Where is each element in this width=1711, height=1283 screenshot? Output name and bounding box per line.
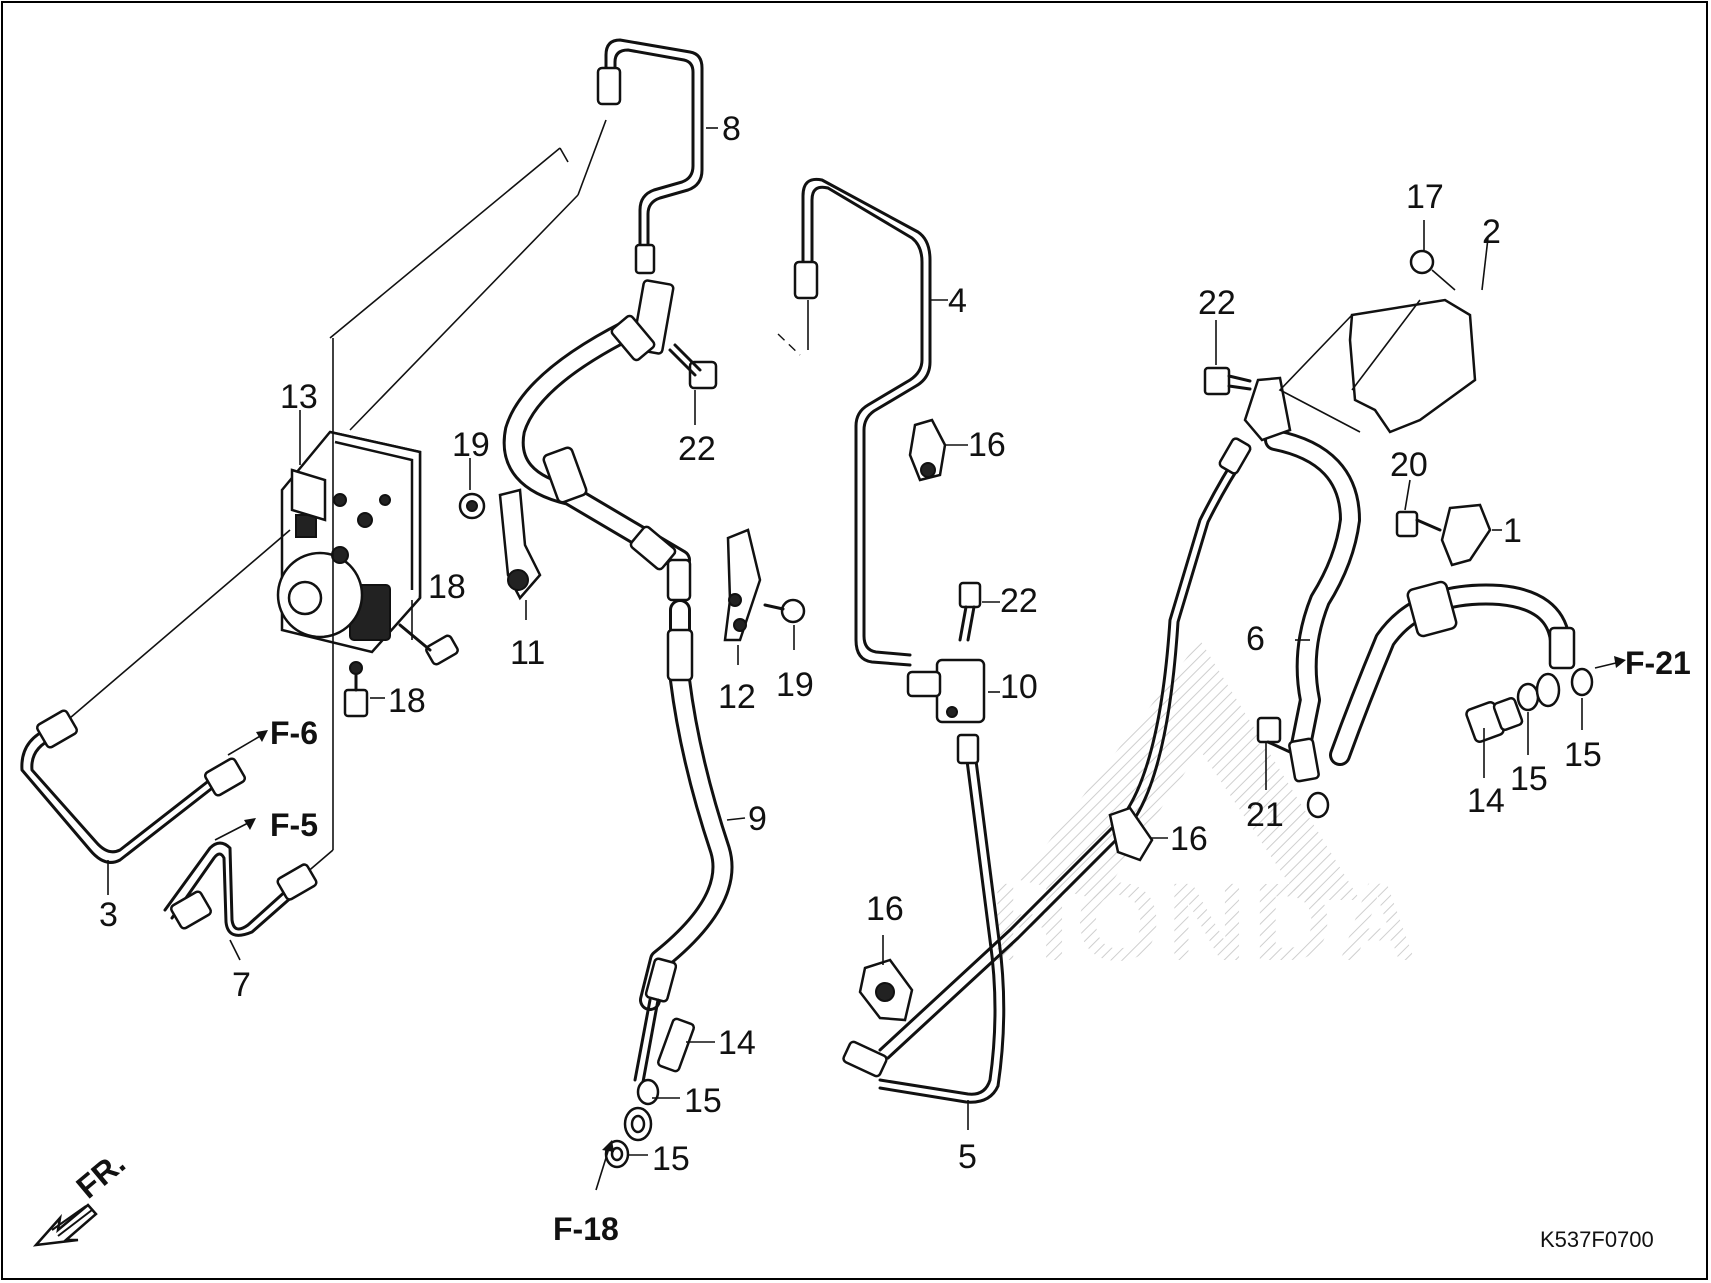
callout-labels: 1 2 3 4 5 6 7 8 9 10 11 12 13 14 14 15 1… bbox=[99, 110, 1602, 1178]
callout-9: 9 bbox=[748, 800, 767, 838]
callout-22-a: 22 bbox=[678, 430, 716, 468]
callout-19-a: 19 bbox=[452, 426, 490, 464]
ref-f5[interactable]: F-5 bbox=[270, 807, 318, 843]
bracket-1[interactable] bbox=[1440, 503, 1492, 567]
callout-15-a: 15 bbox=[684, 1082, 722, 1120]
brake-hose-rear[interactable] bbox=[1329, 580, 1576, 766]
bolt-22-b[interactable] bbox=[958, 581, 982, 642]
washer-15-c[interactable] bbox=[1516, 682, 1540, 712]
callout-14-b: 14 bbox=[1467, 782, 1505, 820]
callout-19-b: 19 bbox=[776, 666, 814, 704]
front-direction-label: FR. bbox=[69, 1145, 132, 1206]
callout-7: 7 bbox=[232, 966, 251, 1004]
callout-16-a: 16 bbox=[968, 426, 1006, 464]
washer-15-d[interactable] bbox=[1570, 667, 1594, 697]
drawing-code: K537F0700 bbox=[1540, 1227, 1654, 1252]
callout-21: 21 bbox=[1246, 796, 1284, 834]
washer-15-a[interactable] bbox=[636, 1078, 660, 1106]
brake-pipe-4[interactable] bbox=[793, 177, 932, 667]
reference-arrows bbox=[214, 656, 1626, 1191]
brake-hose-6[interactable] bbox=[1243, 376, 1361, 819]
callout-11: 11 bbox=[510, 634, 545, 672]
brake-pipe-8[interactable] bbox=[596, 38, 704, 275]
brake-pipe-3[interactable] bbox=[20, 709, 247, 864]
callout-18-b: 18 bbox=[388, 682, 426, 720]
ref-f6[interactable]: F-6 bbox=[270, 715, 318, 751]
callout-14-a: 14 bbox=[718, 1024, 756, 1062]
three-way-joint-10[interactable] bbox=[906, 658, 986, 724]
brake-pipe-7[interactable] bbox=[163, 841, 318, 937]
callout-17: 17 bbox=[1406, 178, 1444, 216]
ref-f21[interactable]: F-21 bbox=[1625, 645, 1691, 681]
banjo-bolt-14-b[interactable] bbox=[1465, 696, 1524, 743]
cover-2[interactable] bbox=[1278, 298, 1477, 434]
ref-f18[interactable]: F-18 bbox=[553, 1211, 619, 1247]
bolt-22-a[interactable] bbox=[668, 343, 718, 390]
callout-15-c: 15 bbox=[1510, 760, 1548, 798]
callout-20: 20 bbox=[1390, 446, 1428, 484]
callout-16-c: 16 bbox=[866, 890, 904, 928]
callout-4: 4 bbox=[948, 282, 967, 320]
bolt-19-a[interactable] bbox=[458, 492, 486, 520]
banjo-eye[interactable] bbox=[1535, 672, 1561, 708]
callout-3: 3 bbox=[99, 896, 118, 934]
abs-modulator[interactable] bbox=[276, 430, 422, 654]
bracket-12[interactable] bbox=[723, 528, 762, 642]
callout-22-b: 22 bbox=[1000, 582, 1038, 620]
bolt-20[interactable] bbox=[1395, 510, 1442, 538]
callout-12: 12 bbox=[718, 678, 756, 716]
callout-18-a: 18 bbox=[428, 568, 466, 606]
front-direction-arrow-icon bbox=[32, 1203, 98, 1247]
callout-13: 13 bbox=[280, 378, 318, 416]
callout-15-d: 15 bbox=[1564, 736, 1602, 774]
callout-8: 8 bbox=[722, 110, 741, 148]
brake-pipe-5[interactable] bbox=[842, 437, 1252, 1104]
leader-lines bbox=[107, 127, 1583, 1156]
bolt-18-b[interactable] bbox=[343, 661, 369, 718]
callout-22-c: 22 bbox=[1198, 284, 1236, 322]
clamp-16-b[interactable] bbox=[1108, 806, 1154, 862]
clamp-16-c[interactable] bbox=[858, 958, 914, 1022]
bolt-17[interactable] bbox=[1409, 249, 1456, 291]
reference-labels: F-6 F-5 F-18 F-21 bbox=[270, 645, 1691, 1247]
callout-6: 6 bbox=[1246, 620, 1265, 658]
clamp-11[interactable] bbox=[498, 488, 542, 601]
bolt-19-b[interactable] bbox=[763, 598, 806, 624]
bolt-22-c[interactable] bbox=[1203, 366, 1252, 396]
clamp-16-a[interactable] bbox=[908, 418, 947, 482]
callout-16-b: 16 bbox=[1170, 820, 1208, 858]
brake-hose-9[interactable] bbox=[502, 279, 734, 1142]
bolt-21[interactable] bbox=[1256, 716, 1292, 754]
bolt-18-a[interactable] bbox=[398, 623, 459, 666]
callout-2: 2 bbox=[1482, 213, 1501, 251]
watermark-text: HONDA bbox=[990, 861, 1423, 984]
callout-10: 10 bbox=[1000, 668, 1038, 706]
callout-5: 5 bbox=[958, 1138, 977, 1176]
banjo-bolt-14-a[interactable] bbox=[656, 1017, 696, 1073]
callout-15-b: 15 bbox=[652, 1140, 690, 1178]
callout-1: 1 bbox=[1503, 512, 1522, 550]
